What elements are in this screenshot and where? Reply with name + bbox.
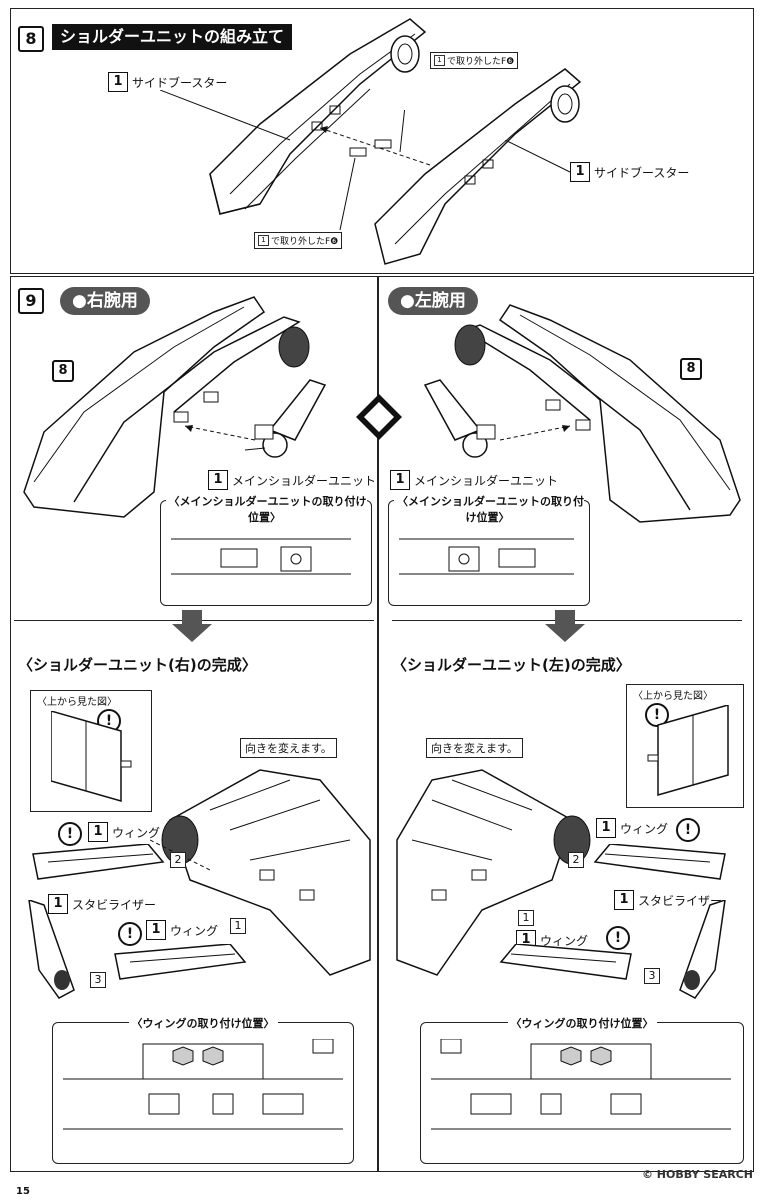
main-shoulder-part-right (410, 370, 510, 470)
main-shoulder-part-left (240, 370, 340, 470)
attach-arrow-right (495, 425, 575, 450)
topview-box-left: 〈上から見た図〉 ! (30, 690, 152, 812)
completion-title-left: 〈ショルダーユニット(左)の完成〉 (392, 656, 631, 674)
step-tag-2-right: 2 (568, 852, 584, 868)
warning-icon-wing-b-right: ! (606, 926, 630, 950)
topview-drawing-right (643, 705, 733, 800)
step8-label-side-booster-left: 1 サイドブースター (108, 72, 227, 92)
side-booster-left-drawing (200, 14, 440, 224)
warning-icon-wing-b-left: ! (118, 922, 142, 946)
wing-a-label-right: 1 ウィング (596, 818, 668, 838)
topview-box-right: 〈上から見た図〉 ! (626, 684, 744, 808)
part-number: 1 (390, 470, 410, 490)
wing-b-right-drawing (496, 944, 636, 984)
leader-line-left (160, 90, 300, 150)
part-number: 1 (570, 162, 590, 182)
main-shoulder-label-right: 1 メインショルダーユニット (390, 470, 558, 490)
warning-icon-wing-a-right: ! (676, 818, 700, 842)
part-name: ウィング (112, 825, 161, 840)
mount-callout-left: 〈メインショルダーユニットの取り付け位置〉 (160, 495, 372, 606)
step-tag-1-right: 1 (518, 910, 534, 926)
unit8-label-left: 8 (52, 360, 74, 382)
part-name: サイドブースター (594, 165, 690, 180)
left-arm-label: ●左腕用 (388, 287, 478, 315)
unit8-label-right: 8 (680, 358, 702, 380)
part-name: ウィング (620, 821, 669, 836)
f6-label-top: 1 で取り外したF❻ (430, 52, 519, 69)
wing-a-left-drawing (28, 844, 168, 884)
step8-title: ショルダーユニットの組み立て (52, 24, 293, 50)
part-name: スタビライザー (72, 897, 157, 912)
callout-title-text: 〈ウィングの取り付け位置〉 (507, 1017, 657, 1030)
part-number: 1 (108, 72, 128, 92)
part-number: 1 (48, 894, 68, 914)
wing-callout-right: 〈ウィングの取り付け位置〉 (420, 1017, 744, 1164)
part-number: 1 (596, 818, 616, 838)
leader-line-right (505, 140, 575, 180)
wing-callout-left: 〈ウィングの取り付け位置〉 (52, 1017, 354, 1164)
wing-a-right-drawing (590, 844, 730, 884)
topview-drawing-left (51, 711, 141, 806)
completion-title-right: 〈ショルダーユニット(右)の完成〉 (18, 656, 257, 674)
wing-detail-right (431, 1039, 731, 1157)
direction-note-right: 向きを変えます。 (426, 738, 523, 758)
part-number: 1 (208, 470, 228, 490)
part-name: スタビライザー (638, 893, 723, 908)
part-name: で取り外したF❻ (271, 237, 339, 247)
right-arm-label: ●右腕用 (60, 287, 150, 315)
part-name: メインショルダーユニット (414, 473, 559, 488)
side-booster-right-drawing (365, 64, 595, 274)
step-tag-3-left: 3 (90, 972, 106, 988)
completed-right-assembly-drawing (150, 760, 375, 980)
shoulder-assembly-left-arm-drawing (450, 300, 750, 530)
step8-number: 8 (18, 26, 44, 52)
wing-b-label-left: 1 ウィング (146, 920, 218, 940)
f6-label-bottom: 1 で取り外したF❻ (254, 232, 343, 249)
warning-icon-wing-a-left: ! (58, 822, 82, 846)
mount-callout-right: 〈メインショルダーユニットの取り付け位置〉 (388, 495, 590, 606)
mount-detail-left (171, 519, 361, 597)
stabilizer-left-drawing (24, 900, 84, 1000)
part-name: で取り外したF❻ (447, 57, 515, 67)
part-number: 1 (258, 235, 269, 246)
step8-label-side-booster-right: 1 サイドブースター (570, 162, 689, 182)
wing-a-label-left: 1 ウィング (88, 822, 160, 842)
down-arrow-right (545, 610, 585, 642)
step9-number: 9 (18, 288, 44, 314)
attach-arrow-left (180, 425, 260, 450)
callout-title: 〈メインショルダーユニットの取り付け位置〉 (161, 493, 371, 525)
stabilizer-right-drawing (670, 900, 730, 1000)
stabilizer-label-left: 1 スタビライザー (48, 894, 156, 914)
mount-detail-right (399, 519, 579, 597)
part-name: メインショルダーユニット (232, 473, 377, 488)
topview-title-right: 〈上から見た図〉 (633, 691, 713, 702)
part-number: 1 (88, 822, 108, 842)
callout-title: 〈メインショルダーユニットの取り付け位置〉 (389, 493, 589, 525)
stabilizer-label-right: 1 スタビライザー (614, 890, 722, 910)
part-name: ウィング (170, 923, 219, 938)
step8-connector-arrows (300, 110, 460, 250)
part-name: サイドブースター (132, 75, 228, 90)
part-number: 1 (146, 920, 166, 940)
reversal-icon (356, 394, 402, 440)
page-number: 15 (16, 1186, 30, 1197)
main-shoulder-label-left: 1 メインショルダーユニット (208, 470, 376, 490)
direction-note-left: 向きを変えます。 (240, 738, 337, 758)
watermark: © HOBBY SEARCH (641, 1168, 753, 1181)
topview-title-left: 〈上から見た図〉 (37, 697, 117, 708)
callout-title: 〈ウィングの取り付け位置〉 (53, 1015, 353, 1031)
wing-detail-left (63, 1039, 343, 1157)
step-tag-1-left: 1 (230, 918, 246, 934)
down-arrow-left (172, 610, 212, 642)
step-tag-3-right: 3 (644, 968, 660, 984)
callout-title-text: 〈ウィングの取り付け位置〉 (128, 1017, 278, 1030)
step-tag-2-left: 2 (170, 852, 186, 868)
part-number: 1 (614, 890, 634, 910)
wing-b-left-drawing (110, 944, 250, 984)
shoulder-assembly-right-arm-drawing (14, 292, 314, 532)
part-number: 1 (434, 55, 445, 66)
part-name: ウィング (540, 933, 589, 948)
callout-title: 〈ウィングの取り付け位置〉 (421, 1015, 743, 1031)
